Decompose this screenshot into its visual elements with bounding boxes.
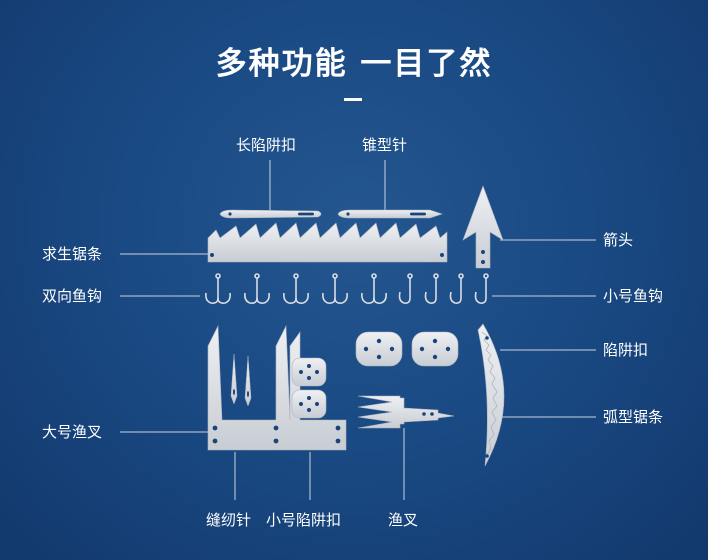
double-hook <box>361 273 387 304</box>
small-fishing-spear <box>357 395 455 429</box>
long-trap-buckle <box>219 209 322 219</box>
double-hook <box>322 273 348 304</box>
double-hook <box>244 273 270 304</box>
double-hook <box>205 273 231 304</box>
label-trap-buckle: 陷阱扣 <box>603 341 649 359</box>
arrow-head <box>462 185 504 269</box>
label-sewing-needle: 缝纫针 <box>206 511 252 529</box>
label-awl-needle: 锥型针 <box>362 136 408 154</box>
awl-needle <box>337 209 443 219</box>
large-fishing-spear <box>207 324 347 451</box>
label-large-fishing-spear: 大号渔叉 <box>42 423 103 441</box>
label-long-trap-buckle: 长陷阱扣 <box>236 136 297 154</box>
label-survival-saw: 求生锯条 <box>42 245 103 263</box>
fish-hooks <box>205 273 489 304</box>
sewing-needles <box>230 353 252 407</box>
arc-saw <box>477 323 505 467</box>
label-double-fish-hook: 双向鱼钩 <box>42 287 103 305</box>
single-hook <box>398 273 413 304</box>
single-hook <box>474 273 489 304</box>
survival-saw <box>207 222 448 263</box>
single-hook <box>424 273 439 304</box>
label-arrow-head: 箭头 <box>603 231 634 249</box>
trap-buckles <box>355 331 459 367</box>
page-title: 多种功能 一目了然 <box>215 46 493 82</box>
title-underline <box>344 98 362 101</box>
label-fishing-spear: 渔叉 <box>388 511 419 529</box>
label-arc-saw: 弧型锯条 <box>603 408 664 426</box>
small-trap-buckles <box>291 357 327 419</box>
label-small-trap-buckle: 小号陷阱扣 <box>266 511 342 529</box>
label-small-fish-hook: 小号鱼钩 <box>603 287 664 305</box>
leader-lines <box>120 160 596 500</box>
single-hook <box>449 273 464 304</box>
double-hook <box>283 273 309 304</box>
